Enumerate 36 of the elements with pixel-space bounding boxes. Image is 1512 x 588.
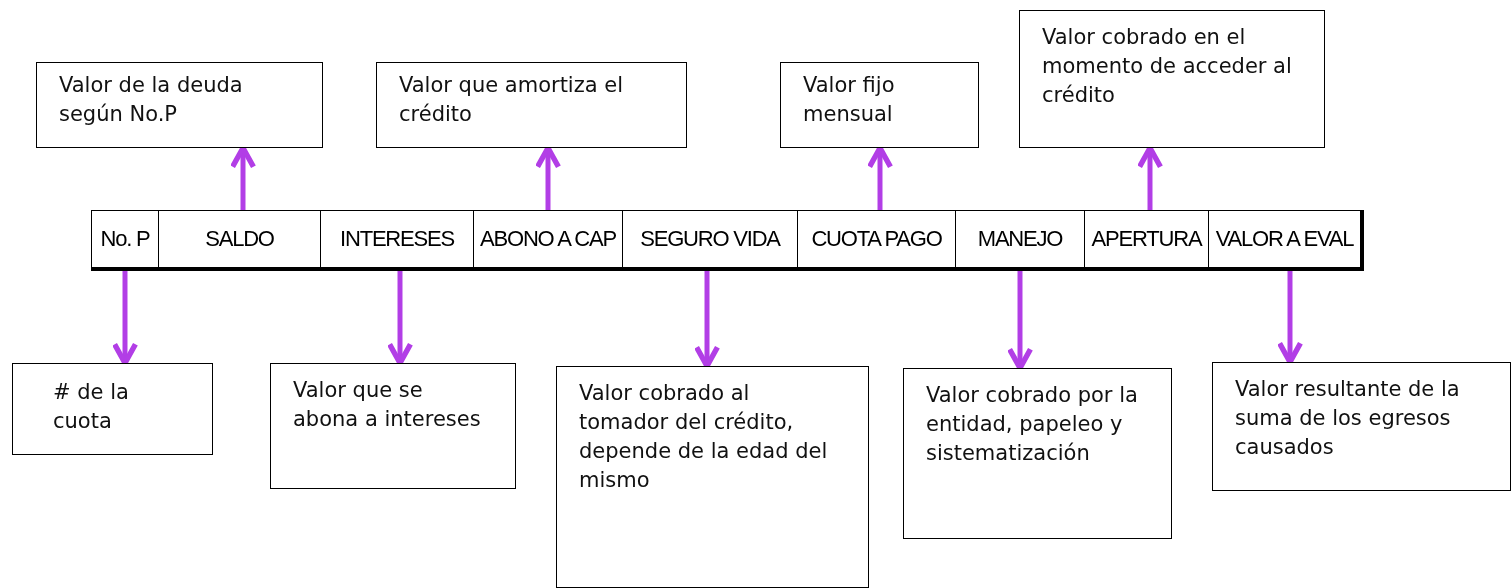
description-box [780,62,979,148]
description-text: Valor cobrado al tomador del crédito, depende de la edad del mismo [579,380,829,494]
description-box [556,366,869,588]
table-header-cell [797,210,956,271]
description-text: Valor que se abona a intereses [293,377,482,433]
description-text: Valor cobrado en el momento de acceder al crédito [1042,24,1293,109]
description-box [1019,10,1325,148]
description-text: Valor que amortiza el crédito [399,72,625,128]
column-heading: SALDO [205,226,274,252]
column-heading: SEGURO VIDA [640,226,780,252]
description-text: Valor fijo mensual [803,72,896,128]
table-header-cell [1084,210,1209,271]
column-heading: CUOTA PAGO [811,226,942,252]
column-heading: No. P [100,226,150,252]
description-text: # de la cuota [53,379,130,435]
description-box [270,363,516,489]
column-heading: INTERESES [340,226,454,252]
table-header-cell [158,210,321,271]
table-header-cell [473,210,623,271]
column-heading: ABONO A CAP [480,226,616,252]
column-heading: MANEJO [977,226,1063,252]
table-header-cell [320,210,474,271]
table-header-cell [955,210,1085,271]
table-header-cell [1208,210,1364,271]
description-box [36,62,323,148]
table-header-cell [91,210,159,271]
description-text: Valor cobrado por la entidad, papeleo y sistematización [926,382,1139,467]
description-box [903,368,1172,539]
column-heading: APERTURA [1091,226,1202,252]
description-box [1212,362,1511,491]
column-heading: VALOR A EVAL [1215,226,1354,252]
description-text: Valor resultante de la suma de los egresos causados [1235,376,1461,461]
description-box [376,62,687,148]
description-box [12,363,213,455]
description-text: Valor de la deuda según No.P [59,72,244,128]
table-header-cell [622,210,798,271]
